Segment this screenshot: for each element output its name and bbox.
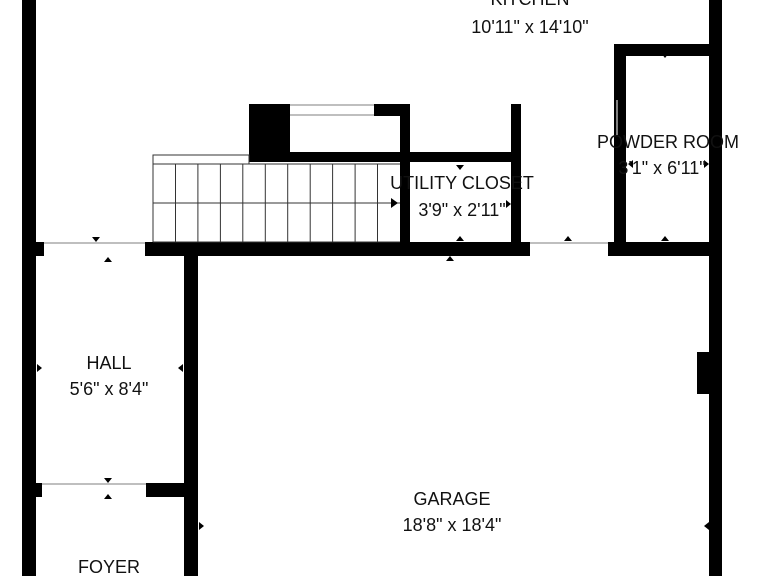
stair-direction-arrow-icon <box>391 198 398 208</box>
walls <box>22 0 722 576</box>
marker-icon <box>37 364 42 372</box>
landing-bottom-wall <box>249 152 519 162</box>
powder-room-left-wall <box>614 44 626 256</box>
door-openings <box>42 100 618 485</box>
dimension-markers <box>37 53 709 530</box>
foyer-top-wall-right <box>146 483 186 497</box>
marker-icon <box>661 53 669 58</box>
kitchen-right-wall-top <box>711 0 721 16</box>
marker-icon <box>104 494 112 499</box>
stair-bottom-wall <box>145 242 530 256</box>
powder-room-top-wall <box>614 44 722 56</box>
kitchen-name: KITCHEN <box>490 0 569 9</box>
garage-dimensions: 18'8" x 18'4" <box>403 515 502 535</box>
utility-closet-dimensions: 3'9" x 2'11" <box>418 200 505 220</box>
utility-closet-left-wall <box>400 104 410 256</box>
marker-icon <box>104 257 112 262</box>
upper-left-wall-segment <box>22 242 44 256</box>
marker-icon <box>661 236 669 241</box>
hall-dimensions: 5'6" x 8'4" <box>70 379 149 399</box>
hall-garage-divider-wall <box>184 242 198 576</box>
foyer-name: FOYER <box>78 557 140 576</box>
staircase <box>152 154 400 243</box>
right-exterior-wall <box>709 0 722 576</box>
powder-room-dimensions: 3'1" x 6'11" <box>618 158 705 178</box>
garage-right-jamb <box>697 352 710 394</box>
room-labels: KITCHEN 10'11" x 14'10" POWDER ROOM 3'1"… <box>70 0 739 576</box>
stair-treads <box>175 164 378 242</box>
marker-icon <box>199 522 204 530</box>
marker-icon <box>178 364 183 372</box>
left-exterior-wall <box>22 0 36 576</box>
kitchen-dimensions: 10'11" x 14'10" <box>471 17 588 37</box>
marker-icon <box>446 256 454 261</box>
marker-icon <box>456 236 464 241</box>
powder-room-name: POWDER ROOM <box>597 132 739 152</box>
powder-room-bottom-wall <box>608 242 722 256</box>
marker-icon <box>92 237 100 242</box>
marker-icon <box>506 200 511 208</box>
utility-closet-name: UTILITY CLOSET <box>390 173 534 193</box>
marker-icon <box>704 522 709 530</box>
garage-name: GARAGE <box>413 489 490 509</box>
utility-closet-right-wall <box>511 104 521 244</box>
marker-icon <box>628 160 633 168</box>
marker-icon <box>704 160 709 168</box>
foyer-top-wall-left <box>22 483 42 497</box>
hall-name: HALL <box>86 353 131 373</box>
marker-icon <box>564 236 572 241</box>
marker-icon <box>456 165 464 170</box>
marker-icon <box>104 478 112 483</box>
